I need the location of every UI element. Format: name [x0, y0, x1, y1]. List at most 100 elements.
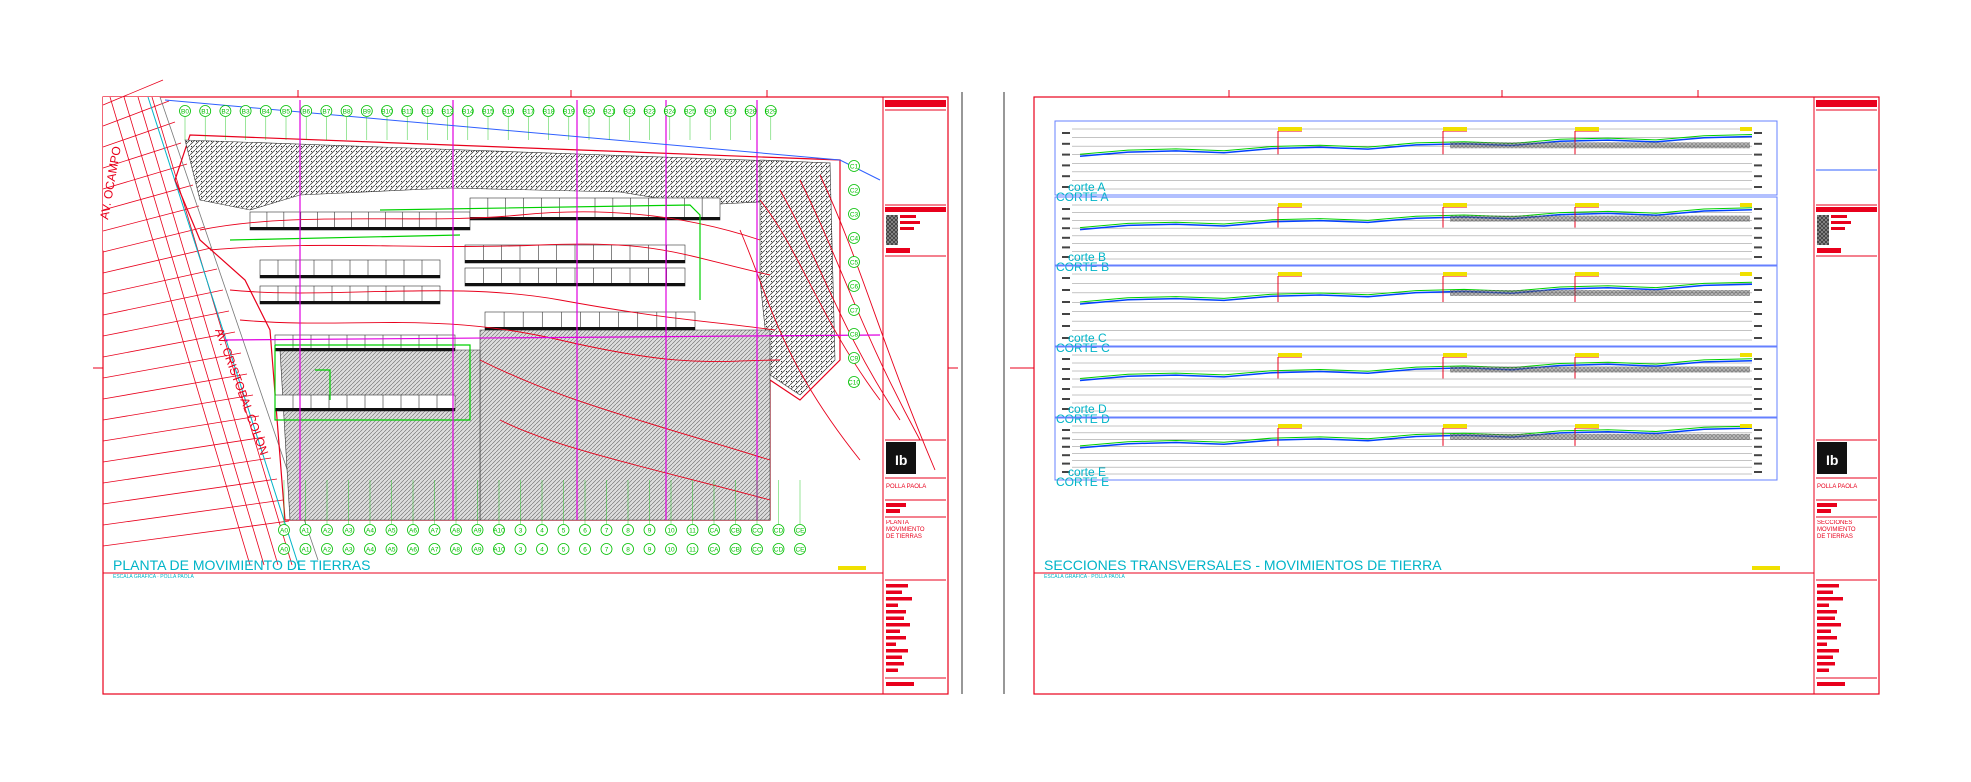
- svg-text:CC: CC: [752, 547, 762, 554]
- svg-text:B20: B20: [583, 109, 595, 116]
- svg-text:7: 7: [605, 547, 609, 554]
- section-label: corte B: [1068, 250, 1106, 264]
- svg-text:B8: B8: [343, 109, 351, 116]
- section-label: corte A: [1068, 180, 1105, 194]
- grid-axes-bottom: A0A0A1A1A2A2A3A3A4A4A5A5A6A6A7A7A8A8A9A9…: [278, 480, 806, 555]
- svg-text:B14: B14: [462, 109, 474, 116]
- svg-text:3: 3: [519, 528, 523, 535]
- svg-text:B27: B27: [725, 109, 737, 116]
- svg-text:B5: B5: [282, 109, 290, 116]
- svg-text:B18: B18: [543, 109, 555, 116]
- svg-text:C8: C8: [850, 332, 859, 339]
- svg-text:B29: B29: [765, 109, 777, 116]
- green-alignment-lines: [229, 204, 701, 421]
- svg-text:7: 7: [605, 528, 609, 535]
- svg-text:B28: B28: [745, 109, 757, 116]
- svg-text:C2: C2: [850, 188, 859, 195]
- section-overlap-label: CORTE E: [1056, 475, 1109, 489]
- svg-text:CD: CD: [774, 547, 784, 554]
- svg-text:11: 11: [689, 547, 696, 554]
- svg-text:9: 9: [648, 547, 652, 554]
- svg-text:B17: B17: [523, 109, 535, 116]
- svg-text:A4: A4: [366, 528, 374, 535]
- svg-text:A2: A2: [323, 547, 331, 554]
- svg-text:A7: A7: [431, 528, 439, 535]
- svg-text:B21: B21: [603, 109, 615, 116]
- svg-text:B19: B19: [563, 109, 575, 116]
- svg-text:C6: C6: [850, 284, 859, 291]
- drawing-name: SECCIONES MOVIMIENTO DE TIERRAS: [1817, 520, 1856, 540]
- svg-text:CD: CD: [774, 528, 784, 535]
- svg-text:C3: C3: [850, 212, 859, 219]
- svg-text:6: 6: [583, 547, 587, 554]
- svg-text:B10: B10: [381, 109, 393, 116]
- svg-text:B4: B4: [262, 109, 270, 116]
- svg-text:4: 4: [540, 528, 544, 535]
- svg-text:8: 8: [626, 547, 630, 554]
- section-overlap-label: CORTE C: [1056, 341, 1110, 355]
- svg-text:C1: C1: [850, 164, 859, 171]
- svg-text:B11: B11: [402, 109, 413, 116]
- section-cut-lines: [224, 100, 881, 520]
- hatched-zone-southwest: [279, 349, 481, 521]
- svg-text:11: 11: [689, 528, 696, 535]
- svg-text:3: 3: [519, 547, 523, 554]
- drawing-name: PLANTA MOVIMIENTO DE TIERRAS: [886, 520, 925, 540]
- logo: [1817, 442, 1847, 474]
- svg-text:B22: B22: [624, 109, 636, 116]
- property-line: [164, 99, 881, 181]
- svg-text:A3: A3: [345, 547, 353, 554]
- svg-text:5: 5: [562, 528, 566, 535]
- project-name: POLLA PAOLA: [886, 484, 926, 490]
- contour-lines: [199, 174, 936, 501]
- svg-text:A7: A7: [431, 547, 439, 554]
- svg-text:B9: B9: [363, 109, 371, 116]
- section-overlap-label: CORTE B: [1056, 260, 1109, 274]
- svg-text:B13: B13: [442, 109, 454, 116]
- svg-text:A8: A8: [452, 528, 460, 535]
- svg-text:B16: B16: [502, 109, 514, 116]
- scale-bar: [838, 566, 866, 570]
- plan-sheet-title: PLANTA DE MOVIMIENTO DE TIERRAS: [113, 557, 371, 573]
- svg-text:9: 9: [648, 528, 652, 535]
- svg-text:B0: B0: [181, 109, 189, 116]
- logo-text: Ib: [895, 452, 907, 468]
- svg-text:CC: CC: [752, 528, 762, 535]
- svg-text:CE: CE: [795, 547, 805, 554]
- svg-text:B24: B24: [664, 109, 676, 116]
- svg-text:A6: A6: [409, 528, 417, 535]
- site-plan: [164, 99, 936, 521]
- svg-text:A0: A0: [280, 547, 288, 554]
- svg-text:CB: CB: [731, 547, 740, 554]
- svg-text:C4: C4: [850, 236, 859, 243]
- svg-text:6: 6: [583, 528, 587, 535]
- sections-sheet-subtitle: ESCALA GRAFICA · POLLA PAOLA: [1044, 574, 1125, 580]
- svg-text:A9: A9: [474, 528, 482, 535]
- svg-text:A6: A6: [409, 547, 417, 554]
- svg-text:A2: A2: [323, 528, 331, 535]
- section-overlap-label: CORTE D: [1056, 412, 1110, 426]
- svg-text:B2: B2: [221, 109, 229, 116]
- svg-text:CB: CB: [731, 528, 740, 535]
- project-name: POLLA PAOLA: [1817, 484, 1857, 490]
- svg-text:CE: CE: [795, 528, 805, 535]
- plan-title-block: Ib POLLA PAOLA PLANTA MOVIMIENTO DE TIER…: [882, 96, 949, 695]
- logo-text: Ib: [1826, 452, 1838, 468]
- svg-text:A1: A1: [302, 528, 310, 535]
- svg-text:10: 10: [667, 547, 675, 554]
- svg-text:B23: B23: [644, 109, 656, 116]
- svg-text:10: 10: [667, 528, 675, 535]
- svg-text:A1: A1: [302, 547, 310, 554]
- svg-text:C5: C5: [850, 260, 859, 267]
- svg-text:CA: CA: [709, 528, 719, 535]
- svg-text:B6: B6: [302, 109, 310, 116]
- plan-sheet: AV. OCAMPO AV. CRISTOBAL COLON: [93, 79, 963, 695]
- logo: [886, 442, 916, 474]
- svg-text:C9: C9: [850, 356, 859, 363]
